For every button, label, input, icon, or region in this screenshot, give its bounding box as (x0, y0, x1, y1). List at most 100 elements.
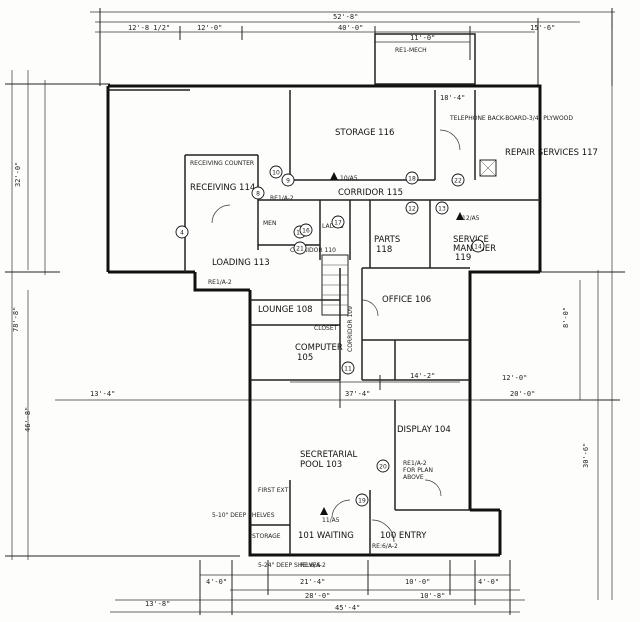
room-waiting: 101 WAITING (298, 531, 354, 541)
dim-bot-b: 21'-4" (300, 578, 325, 586)
marker-circle (355, 493, 369, 507)
room-service-mgr-c: 119 (455, 253, 471, 263)
dim-bot-h: 13'-8" (145, 600, 170, 608)
room-computer-a: COMPUTER (295, 343, 343, 353)
tag-arrow-2 (320, 507, 328, 515)
marker-label: 16 (302, 228, 310, 235)
marker-circle (175, 225, 189, 239)
tag-arrow-1 (330, 172, 338, 180)
bottom-dimensions (110, 560, 525, 615)
room-receiving-counter: RECEIVING COUNTER (190, 160, 254, 167)
room-corridor-115: CORRIDOR 115 (338, 188, 403, 198)
dim-bot-g: 45'-4" (335, 604, 360, 612)
room-ladies: LADIES (322, 223, 344, 230)
room-parts-a: PARTS (374, 235, 400, 245)
marker-circle (299, 223, 313, 237)
left-dimensions (5, 70, 240, 560)
interior-walls (108, 33, 540, 555)
dim-top-overall: 52'-8" (333, 13, 358, 21)
top-dimensions (90, 8, 615, 86)
detail-tag-2: 11/A5 (322, 517, 340, 524)
remech-note: RE1-MECH (395, 47, 427, 54)
tag-arrow-3 (456, 212, 464, 220)
marker-circle (331, 215, 345, 229)
detail-tag-6: RE:6/A-2 (300, 562, 326, 569)
dim-bot-a: 4'-0" (206, 578, 227, 586)
marker-label: 20 (379, 464, 387, 471)
phone-board-note: TELEPHONE BACK-BOARD-3/4" PLYWOOD (449, 115, 573, 122)
shelf-note-1: 5-10" DEEP SHELVES (212, 512, 275, 519)
room-repair: REPAIR SERVICES 117 (505, 148, 598, 158)
room-corridor-109: CORRIDOR 109 (347, 306, 354, 352)
dim-top-b: 12'-0" (197, 24, 222, 32)
detail-tag-7: RE:6/A-2 (372, 543, 398, 550)
dim-mid-d: 14'-2" (410, 372, 435, 380)
room-labels: STORAGE 116 RECEIVING COUNTER RECEIVING … (190, 47, 598, 569)
marker-label: 19 (358, 498, 366, 505)
dim-mid-c: 20'-0" (510, 390, 535, 398)
dimension-text: 52'-8" 40'-0" 12'-8 1/2" 12'-0" 15'-6" 1… (12, 13, 590, 612)
room-storage: STORAGE 116 (335, 128, 394, 138)
marker-label: 11 (344, 366, 352, 373)
room-entry: 100 ENTRY (380, 531, 427, 541)
room-computer-b: 105 (297, 353, 313, 363)
marker-circle (376, 459, 390, 473)
marker-circle (405, 171, 419, 185)
marker-circle (281, 173, 295, 187)
room-lounge: LOUNGE 108 (258, 305, 313, 315)
dim-left-a: 32'-0" (14, 162, 22, 187)
room-office: OFFICE 106 (382, 295, 431, 305)
marker-label: 15 (296, 230, 304, 237)
marker-label: 10 (272, 170, 280, 177)
exterior-walls (106, 84, 542, 557)
marker-label: 8 (256, 191, 260, 198)
room-receiving: RECEIVING 114 (190, 183, 255, 193)
rel-plan-c: ABOVE (403, 474, 424, 481)
marker-label: 18 (408, 176, 416, 183)
dim-top-a: 12'-8 1/2" (128, 24, 170, 32)
marker-circle (435, 201, 449, 215)
detail-tag-3: 12/A5 (462, 215, 480, 222)
dim-bot-e: 28'-0" (305, 592, 330, 600)
detail-tag-5: RE1/A-2 (270, 195, 294, 202)
dim-right-a: 8'-0" (562, 307, 570, 328)
dim-bot-d: 4'-0" (478, 578, 499, 586)
shelf-note-2: 5-24" DEEP SHELVES (258, 562, 321, 569)
dim-mid-e: 12'-0" (502, 374, 527, 382)
marker-circle (341, 361, 355, 375)
detail-tags: 10/A5 11/A5 12/A5 RE1/A-2 RE1/A-2 RE:6/A… (208, 172, 480, 569)
marker-circle (451, 173, 465, 187)
marker-label: 4 (180, 230, 184, 237)
dim-right-b: 30'-6" (582, 443, 590, 468)
marker-label: 12 (408, 206, 416, 213)
dim-left-b: 78'-8" (12, 307, 20, 332)
marker-circle (405, 201, 419, 215)
stair-hatch (321, 159, 497, 316)
room-parts-b: 118 (376, 245, 392, 255)
marker-label: 14 (474, 244, 482, 251)
door-swings (211, 129, 461, 543)
dim-top-c: 15'-6" (530, 24, 555, 32)
marker-label: 22 (454, 178, 462, 185)
dim-top-e: 18'-4" (440, 94, 465, 102)
dim-mid-a: 13'-4" (90, 390, 115, 398)
room-loading: LOADING 113 (212, 258, 270, 268)
detail-tag-4: RE1/A-2 (208, 279, 232, 286)
first-aid-note: FIRST EXT (258, 487, 289, 494)
room-service-mgr-a: SERVICE (453, 235, 489, 245)
dim-left-c: 46'-8" (24, 407, 32, 432)
dim-bot-c: 10'-0" (405, 578, 430, 586)
dim-bot-f: 10'-8" (420, 592, 445, 600)
room-corridor-110: CORRIDOR 110 (290, 247, 336, 254)
marker-label: 21 (296, 246, 304, 253)
room-secretarial-b: POOL 103 (300, 460, 342, 470)
marker-label: 9 (286, 178, 290, 185)
dim-top-total: 40'-0" (338, 24, 363, 32)
room-closet: CLOSET (314, 325, 338, 332)
marker-circle (269, 165, 283, 179)
detail-tag-1: 10/A5 (340, 175, 358, 182)
marker-circle (471, 239, 485, 253)
marker-circle (293, 241, 307, 255)
room-secretarial-a: SECRETARIAL (300, 450, 358, 460)
